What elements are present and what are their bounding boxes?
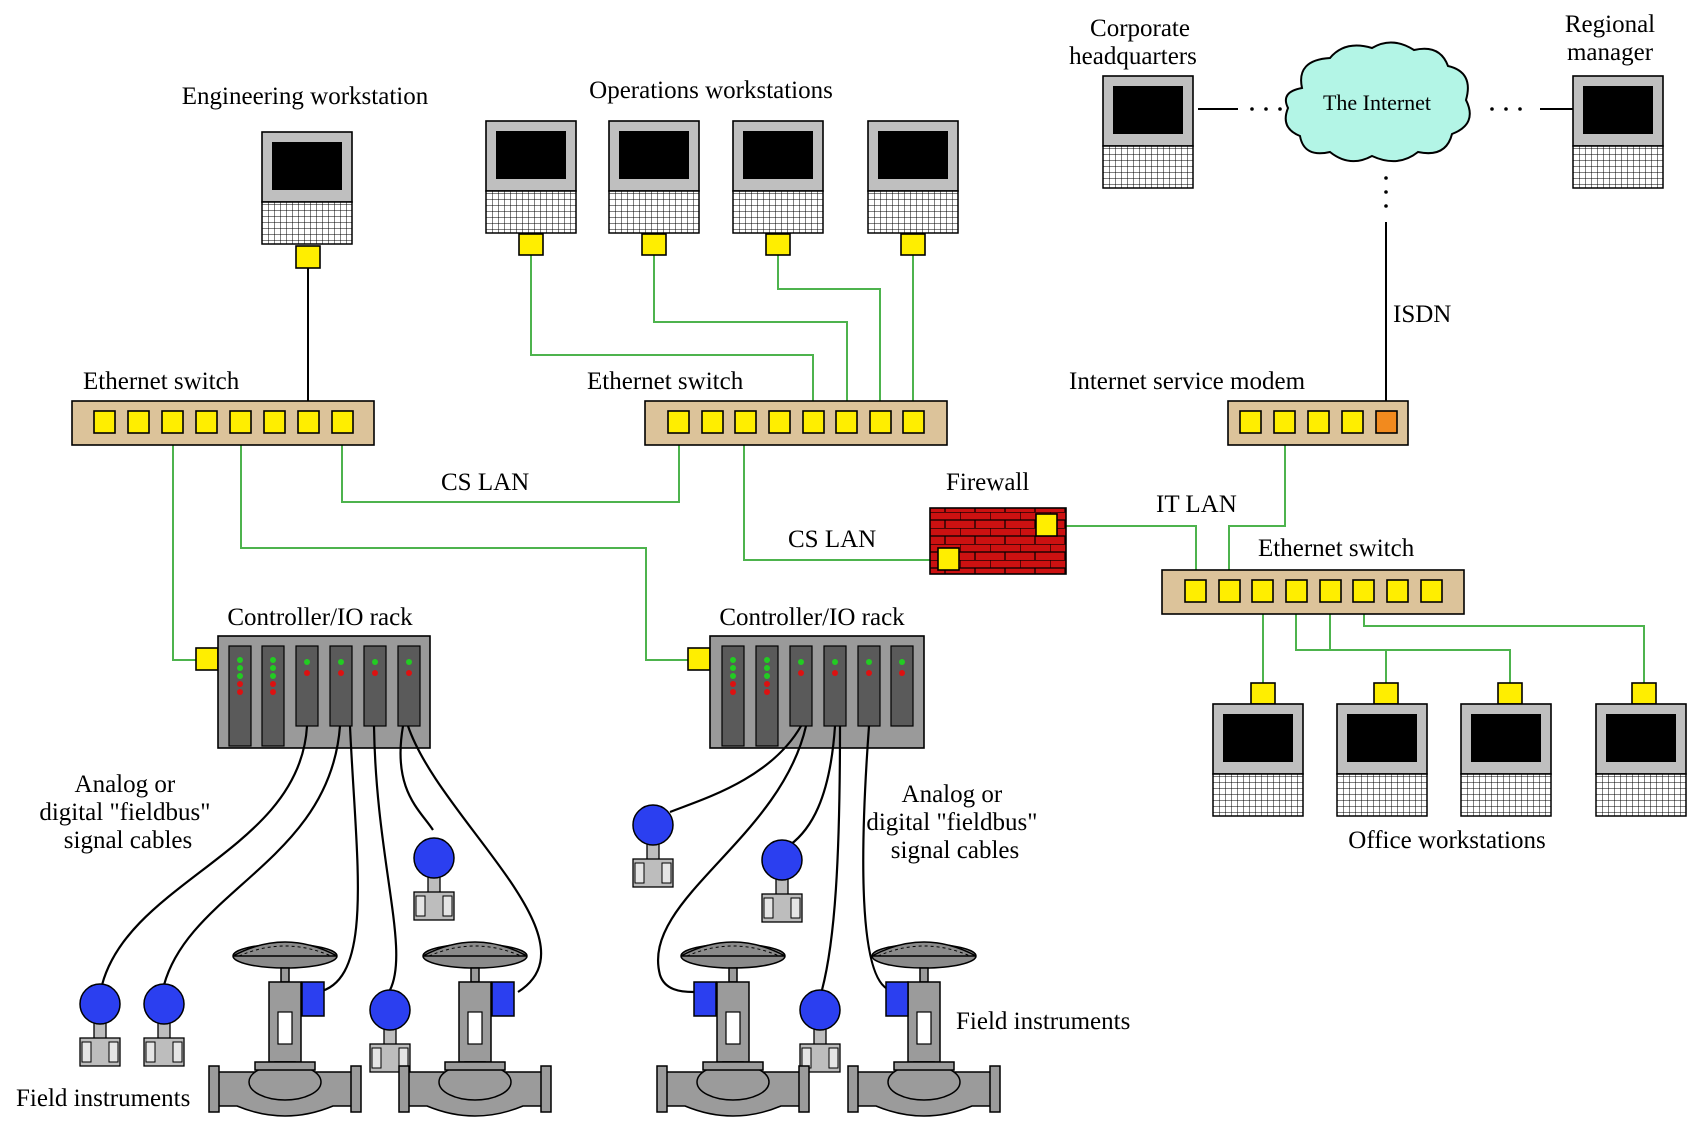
ethernet-switch-3-label: Ethernet switch bbox=[1258, 535, 1415, 562]
it-lan-label: IT LAN bbox=[1156, 491, 1237, 518]
ethernet-switch-icon bbox=[1161, 569, 1465, 615]
controller-rack-icon bbox=[687, 635, 925, 749]
control-valve-icon bbox=[656, 941, 810, 1117]
pressure-transmitter-icon bbox=[799, 989, 841, 1073]
engineering-workstation-icon bbox=[261, 131, 353, 269]
office-workstation-icon bbox=[1212, 682, 1304, 817]
control-valve-icon bbox=[208, 941, 362, 1117]
pressure-transmitter-icon bbox=[143, 983, 185, 1067]
ethernet-switch-icon bbox=[71, 400, 375, 446]
operations-workstations-label: Operations workstations bbox=[589, 77, 833, 104]
cs-lan-1-label: CS LAN bbox=[441, 469, 529, 496]
controller-rack-icon bbox=[195, 635, 431, 749]
operations-workstation-icon bbox=[867, 120, 959, 256]
brick-wall-icon bbox=[929, 507, 1067, 575]
pressure-transmitter-icon bbox=[413, 837, 455, 921]
corporate-hq-label: headquarters bbox=[1069, 43, 1197, 70]
office-workstation-icon bbox=[1460, 682, 1552, 817]
internet-label: The Internet bbox=[1323, 90, 1431, 115]
pressure-transmitter-icon bbox=[369, 989, 411, 1073]
control-valve-icon bbox=[398, 941, 552, 1117]
internet-modem-label: Internet service modem bbox=[1069, 368, 1306, 395]
office-workstation-icon bbox=[1336, 682, 1428, 817]
corporate-hq-label: Corporate bbox=[1090, 15, 1190, 42]
pressure-transmitter-icon bbox=[79, 983, 121, 1067]
regional-manager-label: manager bbox=[1567, 39, 1654, 66]
signal-cables bbox=[100, 725, 891, 994]
ethernet-switch-icon bbox=[644, 400, 948, 446]
regional-manager-workstation-icon bbox=[1572, 75, 1664, 189]
internet-modem-icon bbox=[1227, 400, 1409, 446]
regional-manager-label: Regional bbox=[1565, 11, 1655, 38]
signal-cables-2-label: Analog or digital "fieldbus" signal cabl… bbox=[866, 781, 1043, 864]
office-workstations bbox=[1212, 682, 1687, 817]
office-workstations-label: Office workstations bbox=[1348, 827, 1545, 854]
cloud-icon bbox=[1284, 41, 1471, 163]
office-workstation-icon bbox=[1595, 682, 1687, 817]
network-links bbox=[172, 255, 1645, 683]
cs-lan-2-label: CS LAN bbox=[788, 526, 876, 553]
pressure-transmitter-icon bbox=[632, 804, 674, 888]
operations-workstations bbox=[485, 120, 959, 256]
dotted-link-corporate bbox=[1250, 107, 1282, 111]
dotted-link-isdn bbox=[1384, 176, 1388, 208]
field-instruments-2-label: Field instruments bbox=[956, 1008, 1130, 1035]
firewall-label: Firewall bbox=[946, 469, 1029, 496]
operations-workstation-icon bbox=[485, 120, 577, 256]
corporate-hq-workstation-icon bbox=[1102, 75, 1194, 189]
ethernet-switch-2-label: Ethernet switch bbox=[587, 368, 744, 395]
operations-workstation-icon bbox=[732, 120, 824, 256]
pressure-transmitter-icon bbox=[761, 839, 803, 923]
dotted-link-regional bbox=[1490, 107, 1522, 111]
operations-workstation-icon bbox=[608, 120, 700, 256]
engineering-workstation-label: Engineering workstation bbox=[182, 83, 429, 110]
isdn-label: ISDN bbox=[1393, 301, 1451, 328]
controller-rack-1-label: Controller/IO rack bbox=[227, 604, 413, 631]
field-instruments-1-label: Field instruments bbox=[16, 1085, 190, 1112]
controller-rack-2-label: Controller/IO rack bbox=[719, 604, 905, 631]
ethernet-switch-1-label: Ethernet switch bbox=[83, 368, 240, 395]
signal-cables-1-label: Analog or digital "fieldbus" signal cabl… bbox=[39, 771, 216, 854]
control-valve-icon bbox=[847, 941, 1001, 1117]
